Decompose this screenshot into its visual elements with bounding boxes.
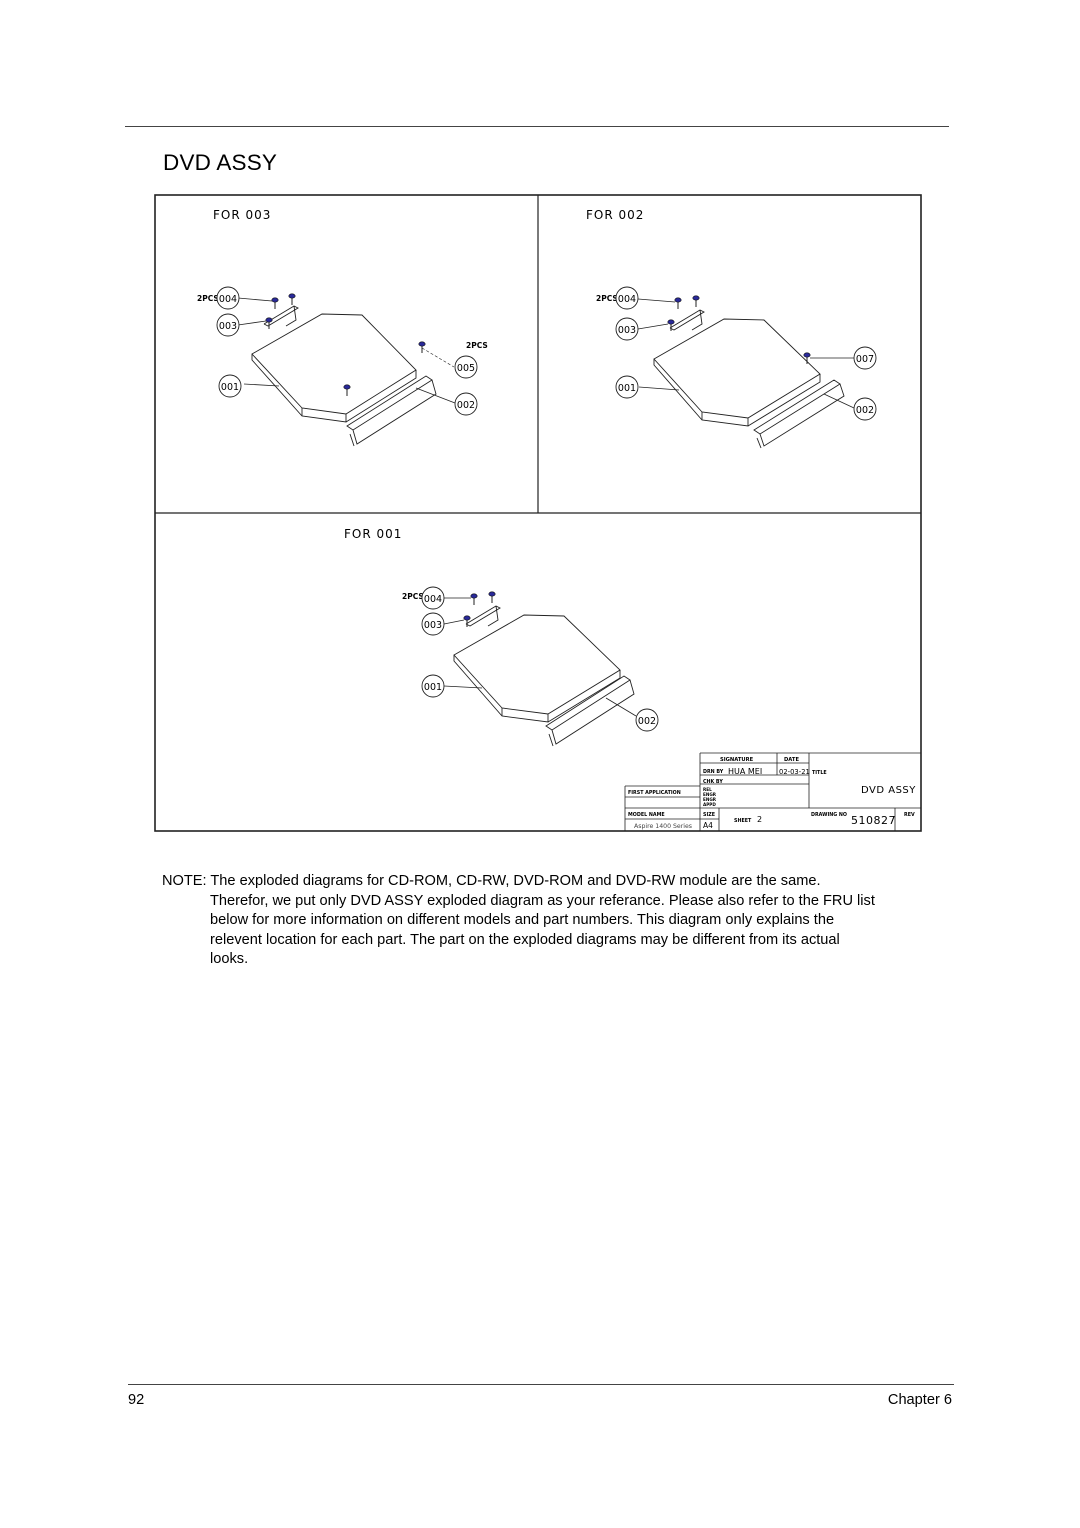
- bracket: [669, 309, 705, 331]
- model-name-label: MODEL NAME: [628, 812, 665, 818]
- model-name-value: Aspire 1400 Series: [634, 823, 692, 830]
- chk-by-label: CHK BY: [703, 779, 723, 785]
- callout-circle: [421, 586, 445, 610]
- stack-label: REL: [703, 787, 712, 792]
- size-label: SIZE: [703, 812, 715, 818]
- note-line: Therefor, we put only DVD ASSY exploded …: [210, 892, 875, 909]
- signature-header: SIGNATURE: [720, 757, 754, 763]
- callout-circle: [454, 355, 478, 379]
- callout-circle: [615, 286, 639, 310]
- date-header: DATE: [784, 757, 799, 763]
- callout-circle: [218, 374, 242, 398]
- callout-003: 003: [219, 321, 237, 332]
- stack-label: ENGR: [703, 797, 717, 802]
- callout-004: 004: [618, 294, 636, 305]
- qty-label: 2PCS: [197, 294, 219, 303]
- panel-heading: FOR 003: [213, 208, 271, 222]
- bezel: [545, 675, 635, 747]
- size-value: A4: [703, 821, 713, 830]
- title-label: TITLE: [812, 770, 827, 776]
- title-value: DVD ASSY: [861, 785, 916, 796]
- note-line: relevent location for each part. The par…: [210, 931, 840, 948]
- bracket: [263, 305, 299, 327]
- callout-circle: [615, 317, 639, 341]
- page-title: DVD ASSY: [163, 150, 278, 175]
- note-line: NOTE: The exploded diagrams for CD-ROM, …: [162, 873, 821, 889]
- sheet-value: 2: [757, 815, 762, 824]
- callout-004: 004: [424, 594, 442, 605]
- panel-heading: FOR 001: [344, 527, 402, 541]
- header-rule: [125, 126, 949, 127]
- callout-005: 005: [457, 363, 475, 374]
- note-line: below for more information on different …: [210, 912, 835, 929]
- qty-label: 2PCS: [466, 341, 488, 350]
- panel-for-003: FOR 003 2PCS 004: [197, 208, 488, 447]
- callout-circle: [853, 397, 877, 421]
- drive-body: [653, 318, 821, 427]
- callout-circle: [421, 612, 445, 636]
- callout-circle: [454, 392, 478, 416]
- callout-circle: [216, 286, 240, 310]
- qty-label: 2PCS: [596, 294, 618, 303]
- note-line: looks.: [210, 951, 249, 968]
- drawing-no-value: 510827: [851, 814, 896, 827]
- bezel: [753, 379, 845, 449]
- callout-circle: [421, 674, 445, 698]
- title-block: SIGNATURE DATE DRN BY HUA MEI 02-03-21 T…: [624, 752, 921, 831]
- rev-label: REV: [904, 812, 915, 818]
- callout-001: 001: [618, 383, 636, 394]
- stack-label: ENGR: [703, 792, 717, 797]
- callout-002: 002: [638, 716, 656, 727]
- exploded-diagram: FOR 003 2PCS 004: [154, 194, 922, 832]
- callout-circle: [216, 313, 240, 337]
- callout-003: 003: [424, 620, 442, 631]
- drive-body: [251, 313, 417, 423]
- footer-rule: [128, 1384, 954, 1385]
- chapter-label: Chapter 6: [887, 1392, 952, 1408]
- stack-label: APPD: [703, 802, 716, 807]
- callout-circle: [853, 346, 877, 370]
- callout-004: 004: [219, 294, 237, 305]
- callout-002: 002: [457, 400, 475, 411]
- callout-007: 007: [856, 354, 874, 365]
- callout-001: 001: [424, 682, 442, 693]
- drive-body: [453, 614, 621, 723]
- drn-by-label: DRN BY: [703, 769, 724, 775]
- callout-circle: [615, 375, 639, 399]
- drn-by-value: HUA MEI: [728, 767, 762, 776]
- panel-for-002: FOR 002 2PCS 004 003 007: [586, 208, 877, 449]
- panel-heading: FOR 002: [586, 208, 644, 222]
- callout-001: 001: [221, 382, 239, 393]
- bezel: [346, 375, 437, 447]
- first-application-label: FIRST APPLICATION: [628, 790, 681, 796]
- qty-label: 2PCS: [402, 592, 424, 601]
- panel-for-001: FOR 001 2PCS 004 003 001 002: [344, 527, 659, 747]
- bracket: [465, 605, 501, 627]
- page-number: 92: [128, 1392, 145, 1408]
- sheet-label: SHEET: [734, 818, 752, 824]
- callout-002: 002: [856, 405, 874, 416]
- note-paragraph: NOTE: The exploded diagrams for CD-ROM, …: [162, 872, 957, 970]
- drawing-no-label: DRAWING NO: [811, 812, 847, 818]
- callout-circle: [635, 708, 659, 732]
- callout-003: 003: [618, 325, 636, 336]
- date-value: 02-03-21: [779, 768, 810, 776]
